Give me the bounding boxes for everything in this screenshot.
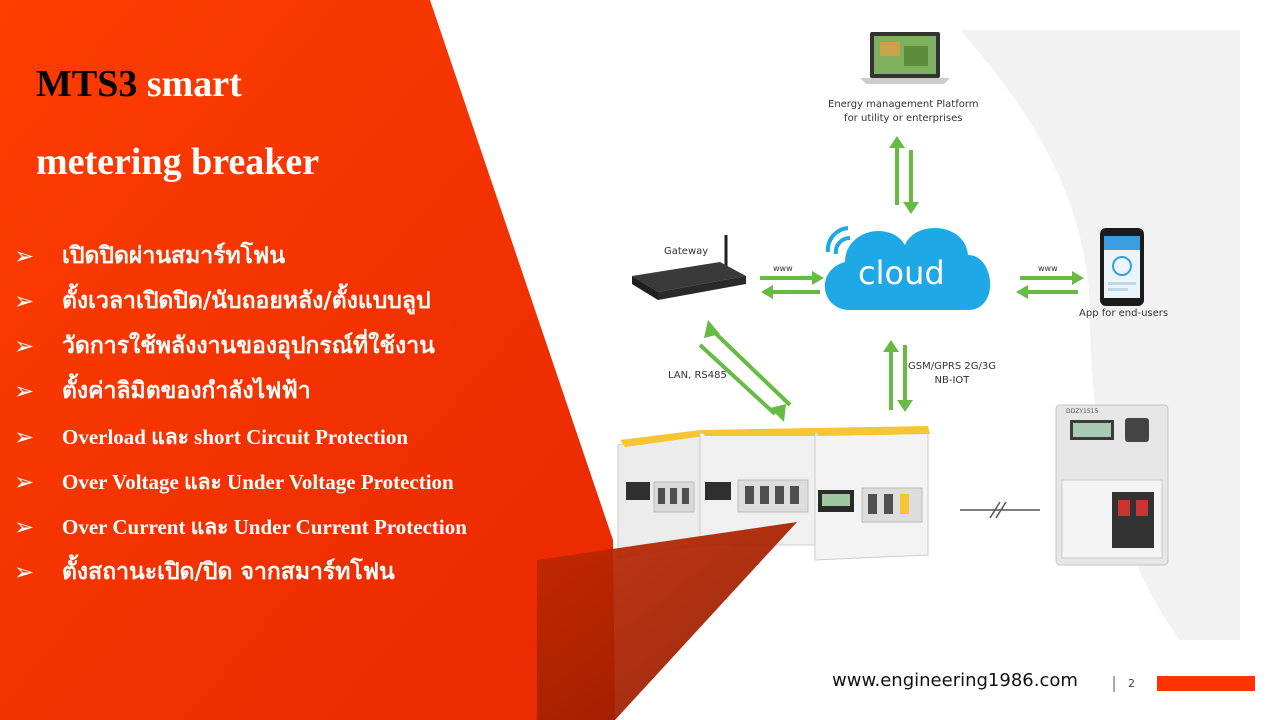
bullet-arrow-icon: ➢ — [14, 513, 35, 541]
bullet-6: ➢ Over Voltage และ Under Voltage Protect… — [14, 464, 454, 500]
gsm-label: GSM/GPRS 2G/3G NB-IOT — [908, 360, 996, 388]
bullet-5: ➢ Overload และ short Circuit Protection — [14, 419, 408, 455]
title-line1-rest: smart — [137, 63, 242, 105]
www-right-label: www — [1038, 264, 1058, 273]
bullet-text: ตั้งเวลาเปิดปิด/นับถอยหลัง/ตั้งแบบลูป — [62, 288, 431, 314]
title-line2: metering breaker — [36, 141, 320, 183]
bullet-7: ➢ Over Current และ Under Current Protect… — [14, 509, 467, 545]
gsm-label-line1: GSM/GPRS 2G/3G — [908, 361, 996, 372]
footer-url: www.engineering1986.com — [832, 670, 1078, 691]
smart-breaker-modules — [617, 426, 930, 561]
footer-accent-bar — [1157, 676, 1255, 691]
bullet-text: วัดการใช้พลังงานของอุปกรณ์ที่ใช้งาน — [62, 333, 435, 359]
bullet-8: ➢ ตั้งสถานะเปิด/ปิด จากสมาร์ทโฟน — [14, 554, 395, 590]
laptop-icon — [860, 32, 950, 84]
grey-deco-shape — [960, 30, 1240, 640]
app-label: App for end-users — [1079, 308, 1169, 319]
bullet-text: ตั้งค่าลิมิตของกำลังไฟฟ้า — [62, 378, 311, 404]
bullet-text: Overload และ short Circuit Protection — [62, 424, 409, 449]
bullet-arrow-icon: ➢ — [14, 468, 35, 496]
bullet-arrow-icon: ➢ — [14, 242, 35, 270]
title-highlight: MTS3 — [36, 63, 138, 105]
gateway-router-icon — [632, 235, 746, 300]
gsm-label-line2: NB-IOT — [934, 375, 970, 386]
red-left-panel — [0, 0, 615, 720]
cloud-label: cloud — [858, 254, 945, 292]
bullet-3: ➢ วัดการใช้พลังงานของอุปกรณ์ที่ใช้งาน — [14, 328, 435, 364]
bullet-text: Over Current และ Under Current Protectio… — [62, 514, 467, 539]
smartphone-icon — [1100, 228, 1144, 306]
meter-model-label: DDZY1515 — [1066, 408, 1099, 415]
bullet-1: ➢ เปิดปิดผ่านสมาร์ทโฟน — [14, 238, 285, 274]
smart-meter-icon — [1055, 404, 1169, 566]
bullet-text: ตั้งสถานะเปิด/ปิด จากสมาร์ทโฟน — [62, 559, 395, 585]
bullet-2: ➢ ตั้งเวลาเปิดปิด/นับถอยหลัง/ตั้งแบบลูป — [14, 283, 431, 319]
platform-label: Energy management Platform for utility o… — [828, 98, 979, 126]
www-left-label: www — [773, 264, 793, 273]
gateway-label: Gateway — [664, 246, 709, 257]
bullet-arrow-icon: ➢ — [14, 287, 35, 315]
bullet-arrow-icon: ➢ — [14, 377, 35, 405]
bullet-arrow-icon: ➢ — [14, 558, 35, 586]
dark-red-triangle — [537, 522, 797, 720]
bullet-arrow-icon: ➢ — [14, 423, 35, 451]
bullet-4: ➢ ตั้งค่าลิมิตของกำลังไฟฟ้า — [14, 373, 311, 409]
bullet-text: Over Voltage และ Under Voltage Protectio… — [62, 469, 454, 494]
bullet-text: เปิดปิดผ่านสมาร์ทโฟน — [62, 243, 286, 269]
title-line1: MTS3 smart — [36, 62, 242, 106]
line-break-symbol — [960, 501, 1040, 519]
platform-label-line1: Energy management Platform — [828, 99, 979, 110]
cloud-icon — [824, 226, 991, 310]
platform-label-line2: for utility or enterprises — [844, 113, 963, 124]
arrows — [698, 136, 1084, 422]
lan-label: LAN, RS485 — [668, 370, 727, 381]
page-number: 2 — [1128, 677, 1135, 690]
bullet-arrow-icon: ➢ — [14, 332, 35, 360]
